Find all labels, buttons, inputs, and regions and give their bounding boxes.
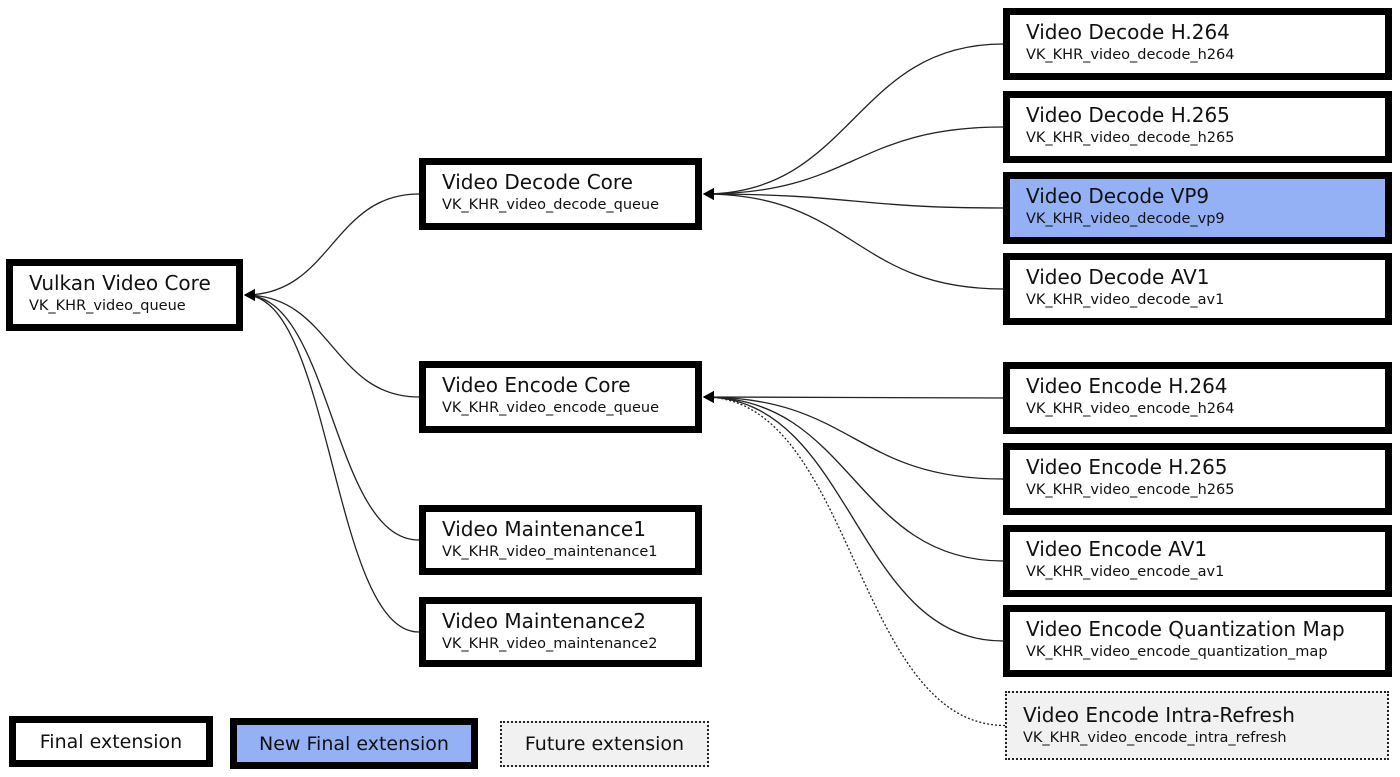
legend-label: Final extension xyxy=(39,730,183,753)
edge-enc_av1-to-encode_core xyxy=(703,391,1004,562)
edge-dec_vp9-to-decode_core xyxy=(703,188,1004,209)
edge-dec_av1-to-decode_core xyxy=(703,188,1004,290)
node-extension: VK_KHR_video_decode_h264 xyxy=(1026,47,1235,63)
node-extension: VK_KHR_video_maintenance1 xyxy=(442,544,658,560)
legend-future-extension: Future extension xyxy=(500,721,709,767)
node-video-encode-h264: Video Encode H.264 VK_KHR_video_encode_h… xyxy=(1003,362,1392,434)
node-title: Video Encode H.264 xyxy=(1026,374,1228,398)
edge-dec_h265-to-decode_core xyxy=(703,126,1004,200)
node-vulkan-video-core: Vulkan Video Core VK_KHR_video_queue xyxy=(6,259,243,331)
node-title: Video Decode AV1 xyxy=(1026,265,1210,289)
node-extension: VK_KHR_video_encode_av1 xyxy=(1026,564,1225,580)
node-extension: VK_KHR_video_maintenance2 xyxy=(442,636,658,652)
node-extension: VK_KHR_video_decode_h265 xyxy=(1026,130,1235,146)
node-title: Video Encode AV1 xyxy=(1026,537,1208,561)
node-video-encode-h265: Video Encode H.265 VK_KHR_video_encode_h… xyxy=(1003,443,1392,515)
node-title: Video Encode H.265 xyxy=(1026,455,1228,479)
node-extension: VK_KHR_video_encode_quantization_map xyxy=(1026,644,1328,660)
edge-enc_h264-to-encode_core xyxy=(703,391,1004,404)
edge-maint1-to-core xyxy=(244,289,420,541)
node-video-maintenance1: Video Maintenance1 VK_KHR_video_maintena… xyxy=(419,505,702,575)
legend-label: Future extension xyxy=(524,733,685,755)
edge-dec_h264-to-decode_core xyxy=(703,43,1004,200)
edge-enc_intra-to-encode_core xyxy=(703,391,1006,727)
node-title: Vulkan Video Core xyxy=(29,271,211,295)
node-title: Video Encode Core xyxy=(442,373,631,397)
node-video-decode-vp9: Video Decode VP9 VK_KHR_video_decode_vp9 xyxy=(1003,172,1392,244)
node-title: Video Encode Quantization Map xyxy=(1026,617,1345,641)
node-video-encode-core: Video Encode Core VK_KHR_video_encode_qu… xyxy=(419,361,702,433)
node-video-maintenance2: Video Maintenance2 VK_KHR_video_maintena… xyxy=(419,597,702,667)
node-video-decode-core: Video Decode Core VK_KHR_video_decode_qu… xyxy=(419,158,702,230)
node-title: Video Decode VP9 xyxy=(1026,184,1210,208)
legend-final-extension: Final extension xyxy=(9,716,213,767)
node-extension: VK_KHR_video_decode_vp9 xyxy=(1026,211,1225,227)
edge-maint2-to-core xyxy=(244,289,420,633)
legend-label: New Final extension xyxy=(259,732,449,755)
edge-enc_h265-to-encode_core xyxy=(703,391,1004,480)
node-title: Video Maintenance2 xyxy=(442,609,646,633)
node-extension: VK_KHR_video_encode_queue xyxy=(442,400,660,416)
node-video-encode-av1: Video Encode AV1 VK_KHR_video_encode_av1 xyxy=(1003,525,1392,597)
node-video-decode-h264: Video Decode H.264 VK_KHR_video_decode_h… xyxy=(1003,8,1392,80)
node-title: Video Decode H.265 xyxy=(1026,103,1230,127)
node-title: Video Decode Core xyxy=(442,170,633,194)
node-extension: VK_KHR_video_decode_queue xyxy=(442,197,660,213)
legend-new-final-extension: New Final extension xyxy=(230,718,478,769)
node-extension: VK_KHR_video_decode_av1 xyxy=(1026,292,1225,308)
node-video-encode-quantization-map: Video Encode Quantization Map VK_KHR_vid… xyxy=(1003,605,1392,677)
node-video-decode-h265: Video Decode H.265 VK_KHR_video_decode_h… xyxy=(1003,91,1392,163)
node-extension: VK_KHR_video_queue xyxy=(29,298,186,314)
node-extension: VK_KHR_video_encode_h265 xyxy=(1026,482,1235,498)
node-extension: VK_KHR_video_encode_intra_refresh xyxy=(1023,730,1287,746)
node-video-encode-intra-refresh: Video Encode Intra-Refresh VK_KHR_video_… xyxy=(1005,691,1389,760)
node-title: Video Maintenance1 xyxy=(442,517,646,541)
edge-decode_core-to-core xyxy=(244,193,420,301)
edge-encode_core-to-core xyxy=(244,289,420,398)
edge-enc_qmap-to-encode_core xyxy=(703,391,1004,642)
node-extension: VK_KHR_video_encode_h264 xyxy=(1026,401,1235,417)
node-title: Video Decode H.264 xyxy=(1026,20,1230,44)
node-video-decode-av1: Video Decode AV1 VK_KHR_video_decode_av1 xyxy=(1003,253,1392,325)
node-title: Video Encode Intra-Refresh xyxy=(1023,703,1295,727)
